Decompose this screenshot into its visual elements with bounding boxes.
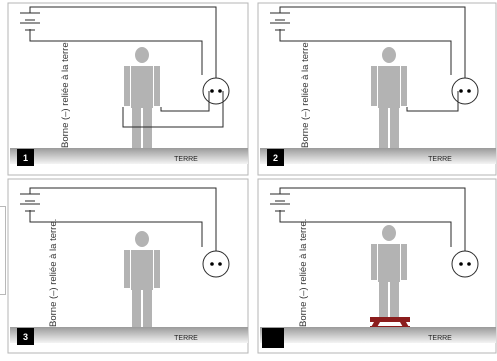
socket-icon — [451, 77, 479, 105]
battery-icon — [270, 193, 290, 212]
panel-4: TERRE Borne (–) reliée à la terre. — [257, 178, 497, 354]
panel-1: 1 TERRE Borne (–) reliée à la terre. — [7, 2, 249, 176]
panel-number: 3 — [23, 332, 28, 342]
ground-strip — [10, 148, 248, 164]
side-label: Borne (–) reliée à la terre. — [300, 40, 311, 148]
side-label: Borne (–) reliée à la terre. — [60, 40, 71, 148]
battery-icon — [20, 193, 40, 212]
socket-icon — [451, 250, 479, 278]
circuit-wire — [29, 6, 217, 83]
panel-number: 2 — [273, 153, 278, 163]
ground-label: TERRE — [174, 156, 198, 163]
ground-strip — [10, 327, 248, 343]
socket-icon — [202, 77, 230, 105]
touch-wire — [122, 91, 224, 128]
ground-strip — [260, 327, 496, 343]
panel-number-badge — [17, 149, 34, 166]
person-icon — [124, 231, 160, 329]
person-icon — [371, 47, 407, 149]
panel-number-badge — [267, 149, 284, 166]
battery-icon — [20, 12, 40, 31]
panel-number-badge — [17, 328, 34, 345]
circuit-wire — [279, 187, 466, 255]
ground-label: TERRE — [428, 156, 452, 163]
battery-icon — [270, 12, 290, 31]
circuit-wire — [29, 187, 217, 255]
ground-label: TERRE — [174, 335, 198, 342]
circuit-wire — [279, 6, 466, 83]
touch-wire — [406, 91, 459, 112]
ground-label: TERRE — [428, 335, 452, 342]
person-icon — [371, 225, 407, 319]
panel-number: 1 — [23, 153, 28, 163]
page-edge-marker — [0, 206, 6, 295]
side-label: Borne (–) reliée à la terre. — [298, 219, 309, 327]
person-icon — [124, 47, 160, 149]
ground-strip — [260, 148, 496, 164]
side-label: Borne (–) reliée à la terre. — [48, 219, 59, 327]
panel-3: 3 TERRE Borne (–) reliée à la terre. — [7, 178, 249, 354]
panel-number-badge — [262, 328, 284, 348]
socket-icon — [202, 250, 230, 278]
panel-2: 2 TERRE Borne (–) reliée à la terre. — [257, 2, 497, 176]
